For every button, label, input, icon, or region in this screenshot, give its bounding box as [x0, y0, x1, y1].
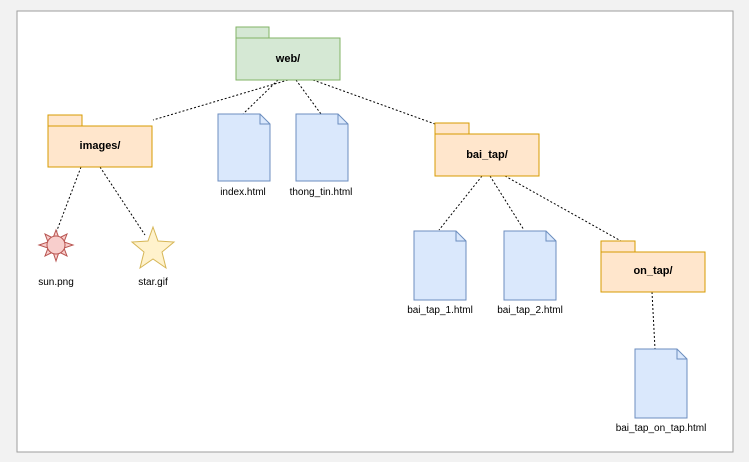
file-index[interactable]: index.html — [217, 113, 271, 198]
file-fold — [337, 114, 348, 125]
sun-icon — [37, 228, 75, 263]
connector-bai-tap-2 — [489, 175, 525, 231]
file-bai-tap-1[interactable]: bai_tap_1.html — [407, 230, 473, 316]
file-star[interactable]: star.gif — [130, 225, 176, 288]
folder-label: images/ — [80, 140, 121, 152]
connector-bai-tap-1 — [438, 175, 483, 231]
file-label: bai_tap_1.html — [407, 305, 473, 316]
star-icon — [130, 225, 176, 270]
file-fold — [259, 114, 270, 125]
folder-body — [600, 251, 706, 293]
file-label: bai_tap_2.html — [497, 305, 563, 316]
folder-body — [235, 37, 341, 81]
folder-icon — [434, 122, 470, 135]
connector-web-images — [152, 79, 289, 121]
folder-icon — [47, 114, 83, 127]
file-fold — [676, 349, 687, 360]
folder-bai-tap[interactable]: bai_tap/ — [434, 122, 540, 177]
connectors — [55, 79, 656, 350]
file-bai-tap-on-tap[interactable]: bai_tap_on_tap.html — [616, 348, 707, 434]
html-file-icon — [413, 230, 467, 301]
file-label: index.html — [220, 187, 266, 198]
file-bai-tap-2[interactable]: bai_tap_2.html — [497, 230, 563, 316]
folder-body — [47, 125, 153, 168]
folder-icon — [235, 26, 270, 39]
html-file-icon — [295, 113, 349, 182]
connector-web-thong-tin — [295, 79, 322, 115]
folder-on-tap[interactable]: on_tap/ — [600, 240, 706, 293]
folder-label: on_tap/ — [633, 265, 672, 277]
connector-on-tap-file — [651, 291, 656, 350]
file-label: sun.png — [38, 277, 74, 288]
file-thong-tin[interactable]: thong_tin.html — [290, 113, 353, 198]
folder-icon — [600, 240, 636, 253]
folder-label: web/ — [275, 53, 300, 65]
connector-web-index — [242, 79, 279, 115]
file-label: thong_tin.html — [290, 187, 353, 198]
html-file-icon — [503, 230, 557, 301]
sun-core — [46, 235, 66, 255]
file-fold — [455, 231, 466, 242]
file-label: star.gif — [138, 277, 168, 288]
file-label: bai_tap_on_tap.html — [616, 423, 707, 434]
file-sun[interactable]: sun.png — [37, 228, 75, 288]
html-file-icon — [634, 348, 688, 419]
folder-web[interactable]: web/ — [235, 26, 341, 81]
folder-label: bai_tap/ — [466, 149, 508, 161]
connector-images-star — [99, 166, 146, 236]
file-fold — [545, 231, 556, 242]
folder-images[interactable]: images/ — [47, 114, 153, 168]
diagram-frame — [16, 10, 734, 453]
html-file-icon — [217, 113, 271, 182]
folder-body — [434, 133, 540, 177]
